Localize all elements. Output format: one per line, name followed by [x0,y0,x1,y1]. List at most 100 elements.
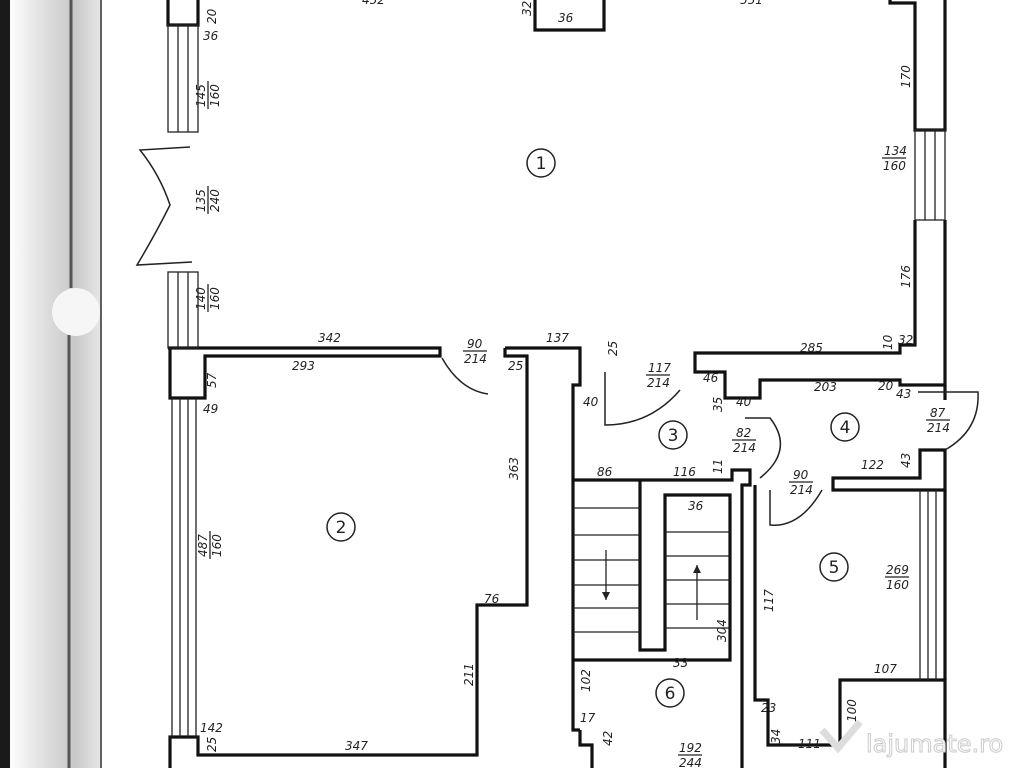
dim: 137 [546,331,569,345]
room-number: 6 [665,684,676,704]
svg-text:214: 214 [733,441,756,455]
dim: 117 [762,589,776,612]
dim: 293 [292,359,315,373]
svg-text:140: 140 [194,287,208,310]
svg-text:160: 160 [210,534,224,557]
room-number: 4 [840,418,851,438]
svg-text:214: 214 [927,421,950,435]
room-labels: 1 2 3 4 5 6 [326,148,860,708]
punch-hole [52,288,100,336]
dim: 40 [736,395,752,409]
arrow-down-icon [602,592,610,600]
svg-text:134: 134 [884,144,907,158]
svg-text:244: 244 [679,756,702,768]
room-number: 5 [829,558,840,578]
svg-text:214: 214 [464,352,487,366]
svg-text:214: 214 [790,483,813,497]
room-number: 1 [536,154,547,174]
dim: 46 [703,371,719,385]
dim: 33 [673,656,688,670]
arrow-up-icon [693,565,701,573]
dim: 36 [558,11,574,25]
svg-text:135: 135 [194,189,208,212]
dim: 20 [205,8,219,24]
dim: 10 [881,334,895,350]
svg-text:192: 192 [679,741,702,755]
scan-border [0,0,10,768]
dim: 452 [362,0,385,7]
dim: 43 [899,453,913,468]
dim: 76 [484,592,500,606]
dim: 107 [874,662,897,676]
door-swings [135,146,979,526]
dim: 57 [205,372,219,388]
svg-text:117: 117 [648,361,671,375]
dim: 49 [203,402,218,416]
dim: 304 [715,619,729,642]
dim: 35 [711,397,725,412]
dim: 20 [878,379,894,393]
dim: 36 [203,29,219,43]
watermark: lajumate.ro [819,719,1004,759]
dim: 142 [200,721,223,735]
dim: 116 [673,465,696,479]
dim: 86 [597,465,613,479]
dim: 111 [798,737,821,751]
dim: 285 [800,341,823,355]
dim: 122 [861,458,884,472]
dim: 363 [507,457,521,480]
room-number: 3 [668,426,679,446]
dim: 25 [508,359,523,373]
dim: 176 [899,265,913,288]
svg-text:90: 90 [467,337,483,351]
dim: 11 [711,459,725,474]
dimension-labels: 452 551 36 32 20 36 170 176 342 293 137 … [200,0,913,753]
dim: 203 [814,380,837,394]
dim: 34 [769,729,783,744]
dim: 17 [580,711,596,725]
scan-shadow [10,0,102,768]
svg-text:487: 487 [196,534,210,557]
dim: 211 [462,663,476,686]
dim: 32 [520,1,534,16]
svg-text:145: 145 [194,84,208,107]
svg-text:160: 160 [208,84,222,107]
dim: 347 [345,739,368,753]
svg-text:160: 160 [208,287,222,310]
dim: 40 [583,395,599,409]
dim: 36 [688,499,704,513]
svg-text:269: 269 [886,563,909,577]
dim: 102 [579,669,593,692]
dim: 43 [896,387,911,401]
dim: 32 [898,333,913,347]
dim: 342 [318,331,341,345]
svg-text:87: 87 [930,406,946,420]
dim: 170 [899,65,913,88]
svg-text:90: 90 [793,468,809,482]
watermark-text: lajumate.ro [866,730,1003,758]
dim: 100 [845,699,859,722]
staircase [573,507,730,633]
svg-text:160: 160 [886,578,909,592]
watermark-logo-icon [819,719,863,754]
svg-text:82: 82 [736,426,751,440]
svg-text:214: 214 [647,376,670,390]
svg-text:240: 240 [208,189,222,212]
windows [167,24,946,737]
dim: 25 [606,341,620,356]
